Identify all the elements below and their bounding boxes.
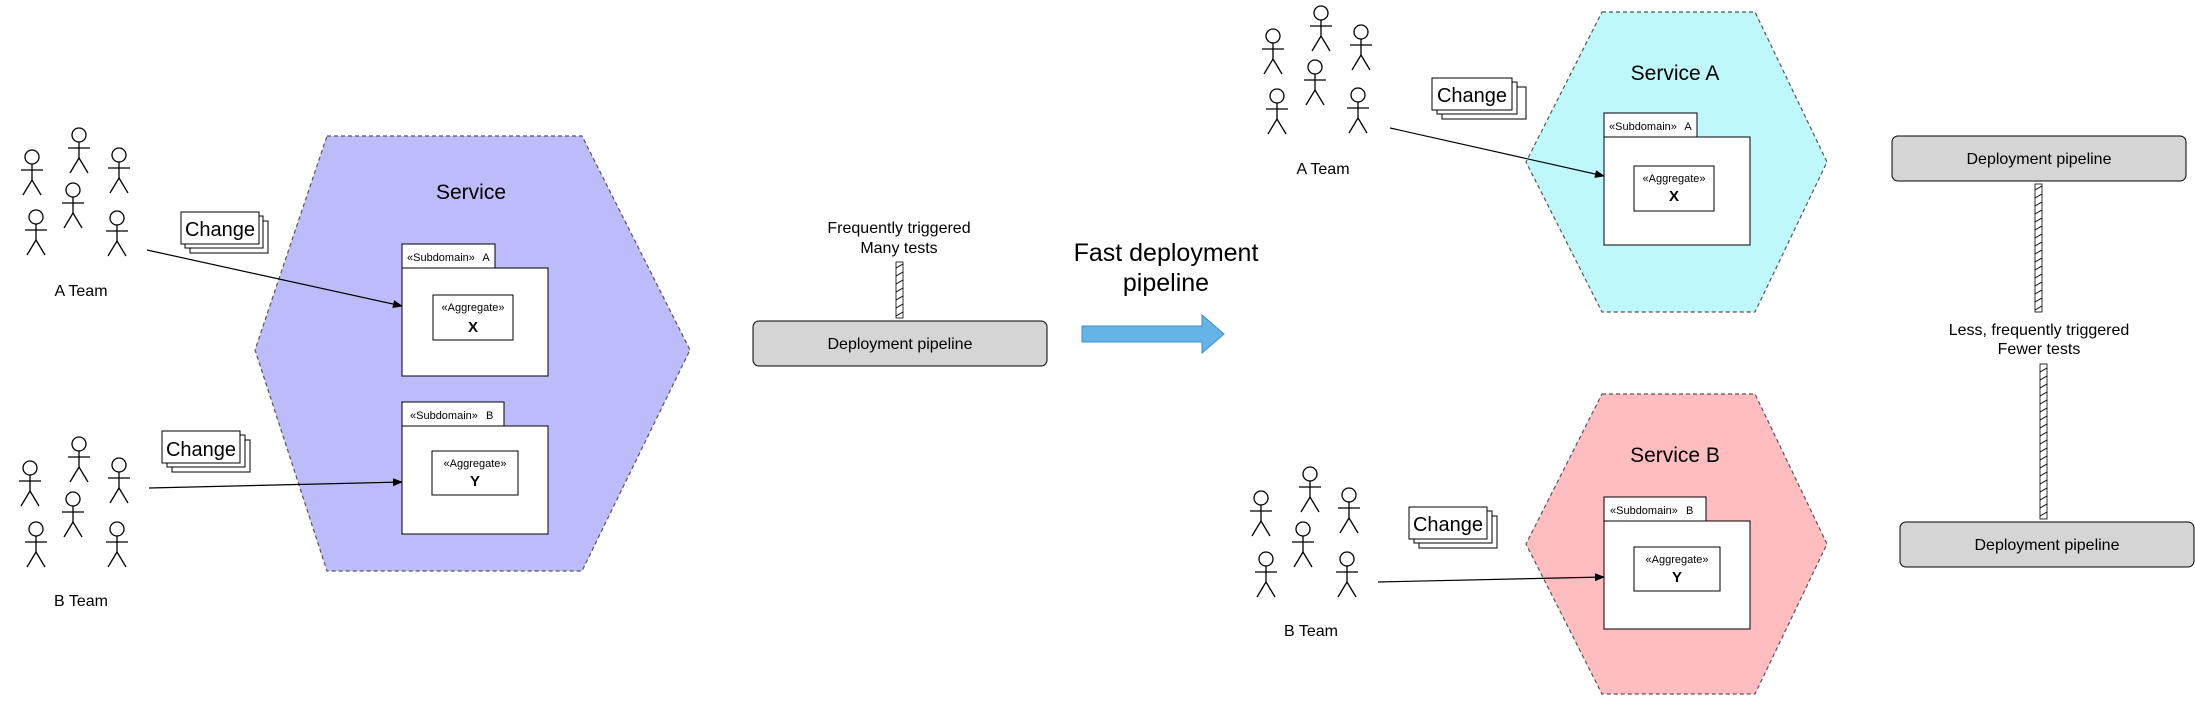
person-icon (1335, 551, 1359, 598)
person-icon (1298, 466, 1322, 513)
change-label: Change (185, 219, 255, 241)
subdomain-a-package: «Subdomain» A «Aggregate» X (401, 243, 549, 377)
team-a-actors-right (1261, 5, 1373, 135)
aggregate-stereotype: «Aggregate» (444, 458, 507, 470)
team-a-to-subdomain-arrow (146, 249, 403, 308)
service-b-label: Service B (1630, 444, 1720, 467)
aggregate-stereotype: «Aggregate» (1643, 173, 1706, 185)
pipeline-note-right-line2: Fewer tests (1998, 341, 2081, 358)
change-label: Change (1413, 514, 1483, 536)
person-icon (20, 149, 44, 196)
subdomain-stereotype: «Subdomain» B (1610, 505, 1693, 517)
right-arrow-icon (1081, 313, 1225, 355)
change-label: Change (166, 439, 236, 461)
transition-title-line1: Fast deployment (1074, 239, 1259, 267)
subdomain-stereotype: «Subdomain» A (407, 252, 490, 264)
team-a-label: A Team (54, 283, 107, 300)
person-icon (1249, 490, 1273, 537)
person-icon (1303, 59, 1327, 106)
deployment-pipeline-b-label: Deployment pipeline (1975, 537, 2120, 554)
deployment-pipeline-b-box (1899, 521, 2195, 568)
pipeline-trigger-connector-lower (2039, 363, 2048, 520)
subdomain-a-package-right: «Subdomain» A «Aggregate» X (1603, 112, 1751, 246)
person-icon (24, 209, 48, 256)
team-a-label-right: A Team (1296, 161, 1349, 178)
change-card-b: Change (161, 430, 251, 473)
change-card-a: Change (180, 211, 269, 254)
person-icon (105, 521, 129, 568)
team-b-label: B Team (54, 593, 108, 610)
team-a-to-service-a-arrow (1389, 127, 1605, 178)
change-label: Change (1437, 85, 1507, 107)
person-icon (1309, 5, 1333, 52)
person-icon (67, 436, 91, 483)
team-b-to-subdomain-arrow (148, 478, 403, 489)
aggregate-name: Y (1672, 569, 1682, 586)
person-icon (1254, 551, 1278, 598)
service-a-label: Service A (1631, 62, 1720, 85)
person-icon (1337, 487, 1361, 534)
pipeline-trigger-connector (895, 261, 904, 319)
person-icon (107, 457, 131, 504)
pipeline-trigger-connector-upper (2034, 183, 2043, 313)
subdomain-stereotype: «Subdomain» B (410, 410, 493, 422)
aggregate-x-box (1633, 165, 1715, 212)
deployment-pipeline-a-label: Deployment pipeline (1967, 151, 2112, 168)
service-label: Service (436, 181, 506, 204)
pipeline-note-right-line1: Less, frequently triggered (1949, 322, 2130, 339)
person-icon (61, 491, 85, 538)
team-b-label-right: B Team (1284, 623, 1338, 640)
person-icon (1291, 521, 1315, 568)
person-icon (1261, 28, 1285, 75)
aggregate-name: X (1669, 188, 1679, 205)
person-icon (105, 210, 129, 257)
deployment-pipeline-box (752, 320, 1048, 367)
person-icon (67, 127, 91, 174)
aggregate-y-box (1633, 546, 1721, 592)
person-icon (1265, 88, 1289, 135)
person-icon (61, 182, 85, 229)
change-card-a-right: Change (1431, 77, 1527, 120)
person-icon (107, 147, 131, 194)
transition-title-line2: pipeline (1123, 269, 1209, 297)
deployment-pipeline-label: Deployment pipeline (828, 336, 973, 353)
aggregate-x-box (432, 294, 514, 341)
person-icon (1346, 87, 1370, 134)
pipeline-note-line1: Frequently triggered (827, 220, 970, 237)
team-a-actors (20, 127, 131, 257)
subdomain-stereotype: «Subdomain» A (1609, 121, 1692, 133)
person-icon (24, 521, 48, 568)
aggregate-stereotype: «Aggregate» (1646, 554, 1709, 566)
pipeline-note-line2: Many tests (860, 240, 937, 257)
team-b-actors-right (1249, 466, 1361, 598)
aggregate-name: Y (470, 473, 480, 490)
deployment-pipeline-a-box (1891, 135, 2187, 182)
person-icon (18, 460, 42, 507)
team-b-to-service-b-arrow (1377, 573, 1605, 583)
aggregate-name: X (468, 319, 478, 336)
team-b-actors (18, 436, 131, 568)
change-card-b-right: Change (1408, 506, 1498, 549)
aggregate-y-box (431, 450, 519, 496)
person-icon (1349, 24, 1373, 71)
subdomain-b-package: «Subdomain» B «Aggregate» Y (401, 401, 549, 535)
aggregate-stereotype: «Aggregate» (442, 302, 505, 314)
